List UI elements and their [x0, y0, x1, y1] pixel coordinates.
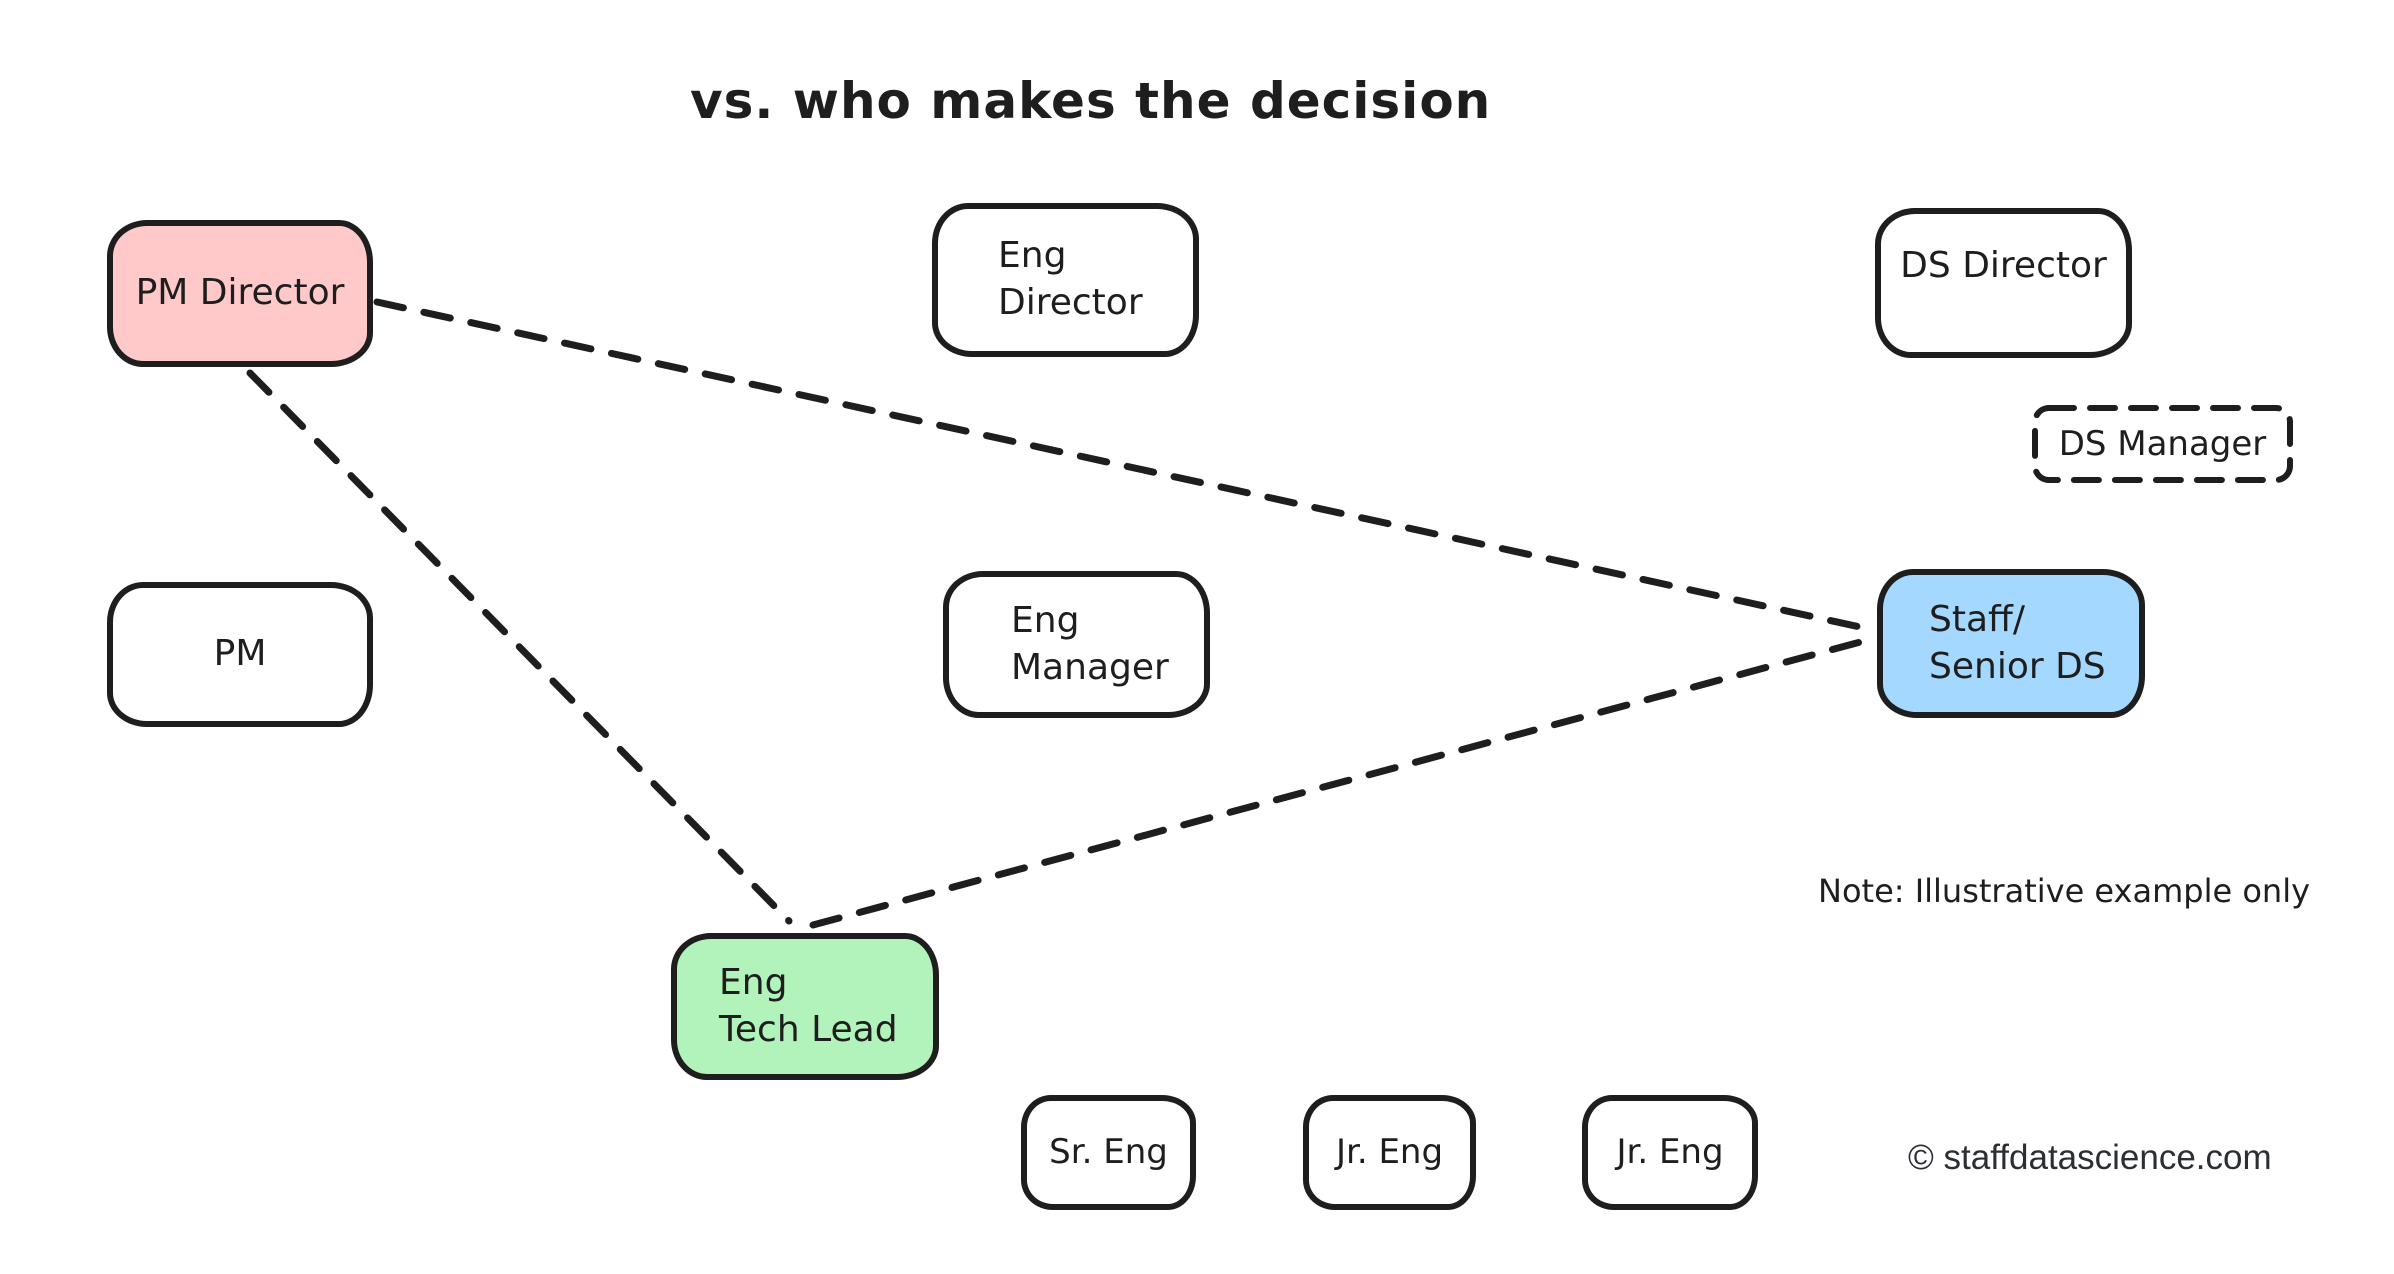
node-ds-manager: DS Manager [2058, 423, 2267, 464]
node-jr-eng-1: Jr. Eng [1303, 1095, 1476, 1210]
node-ds-director: DS Director [1875, 208, 2132, 358]
node-jr-eng-2: Jr. Eng [1582, 1095, 1758, 1210]
diagram-title: vs. who makes the decision [690, 72, 1492, 130]
node-staff-senior-ds: Staff/ Senior DS [1877, 569, 2145, 718]
node-eng-tech-lead: Eng Tech Lead [671, 933, 939, 1080]
node-eng-manager: Eng Manager [943, 571, 1210, 718]
node-pm: PM [107, 582, 373, 727]
node-eng-director: Eng Director [932, 203, 1199, 357]
copyright-text: © staffdatascience.com [1908, 1138, 2272, 1177]
node-sr-eng: Sr. Eng [1021, 1095, 1196, 1210]
note-text: Note: Illustrative example only [1818, 872, 2311, 910]
node-pm-director: PM Director [107, 220, 373, 367]
